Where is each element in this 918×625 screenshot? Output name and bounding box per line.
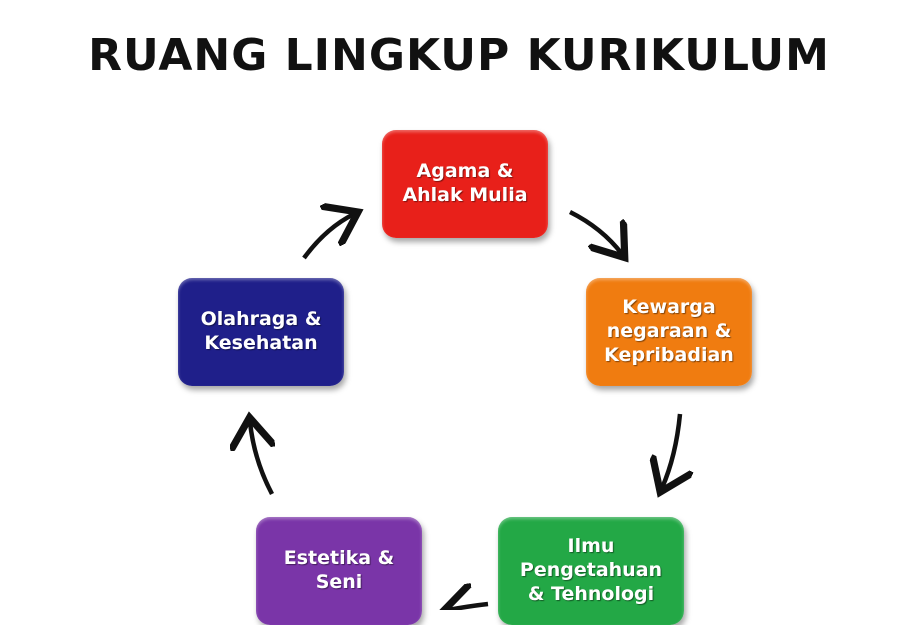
arrow-ilmu-to-estetika — [448, 604, 489, 610]
diagram-title: RUANG LINGKUP KURIKULUM — [88, 30, 830, 81]
node-ilmu-pengetahuan-tehnologi: Ilmu Pengetahuan & Tehnologi — [498, 517, 684, 625]
arrow-olahraga-to-agama — [302, 214, 354, 260]
node-olahraga-kesehatan: Olahraga & Kesehatan — [178, 278, 344, 386]
arrow-agama-to-kewarga — [568, 209, 622, 254]
arrow-estetika-to-olahraga — [250, 422, 272, 496]
cycle-arrows — [0, 0, 918, 610]
arrow-kewarga-to-ilmu — [662, 413, 680, 488]
node-agama-ahlak-mulia: Agama & Ahlak Mulia — [382, 130, 548, 238]
node-estetika-seni: Estetika & Seni — [256, 517, 422, 625]
node-kewarganegaraan-kepribadian: Kewarga negaraan & Kepribadian — [586, 278, 752, 386]
